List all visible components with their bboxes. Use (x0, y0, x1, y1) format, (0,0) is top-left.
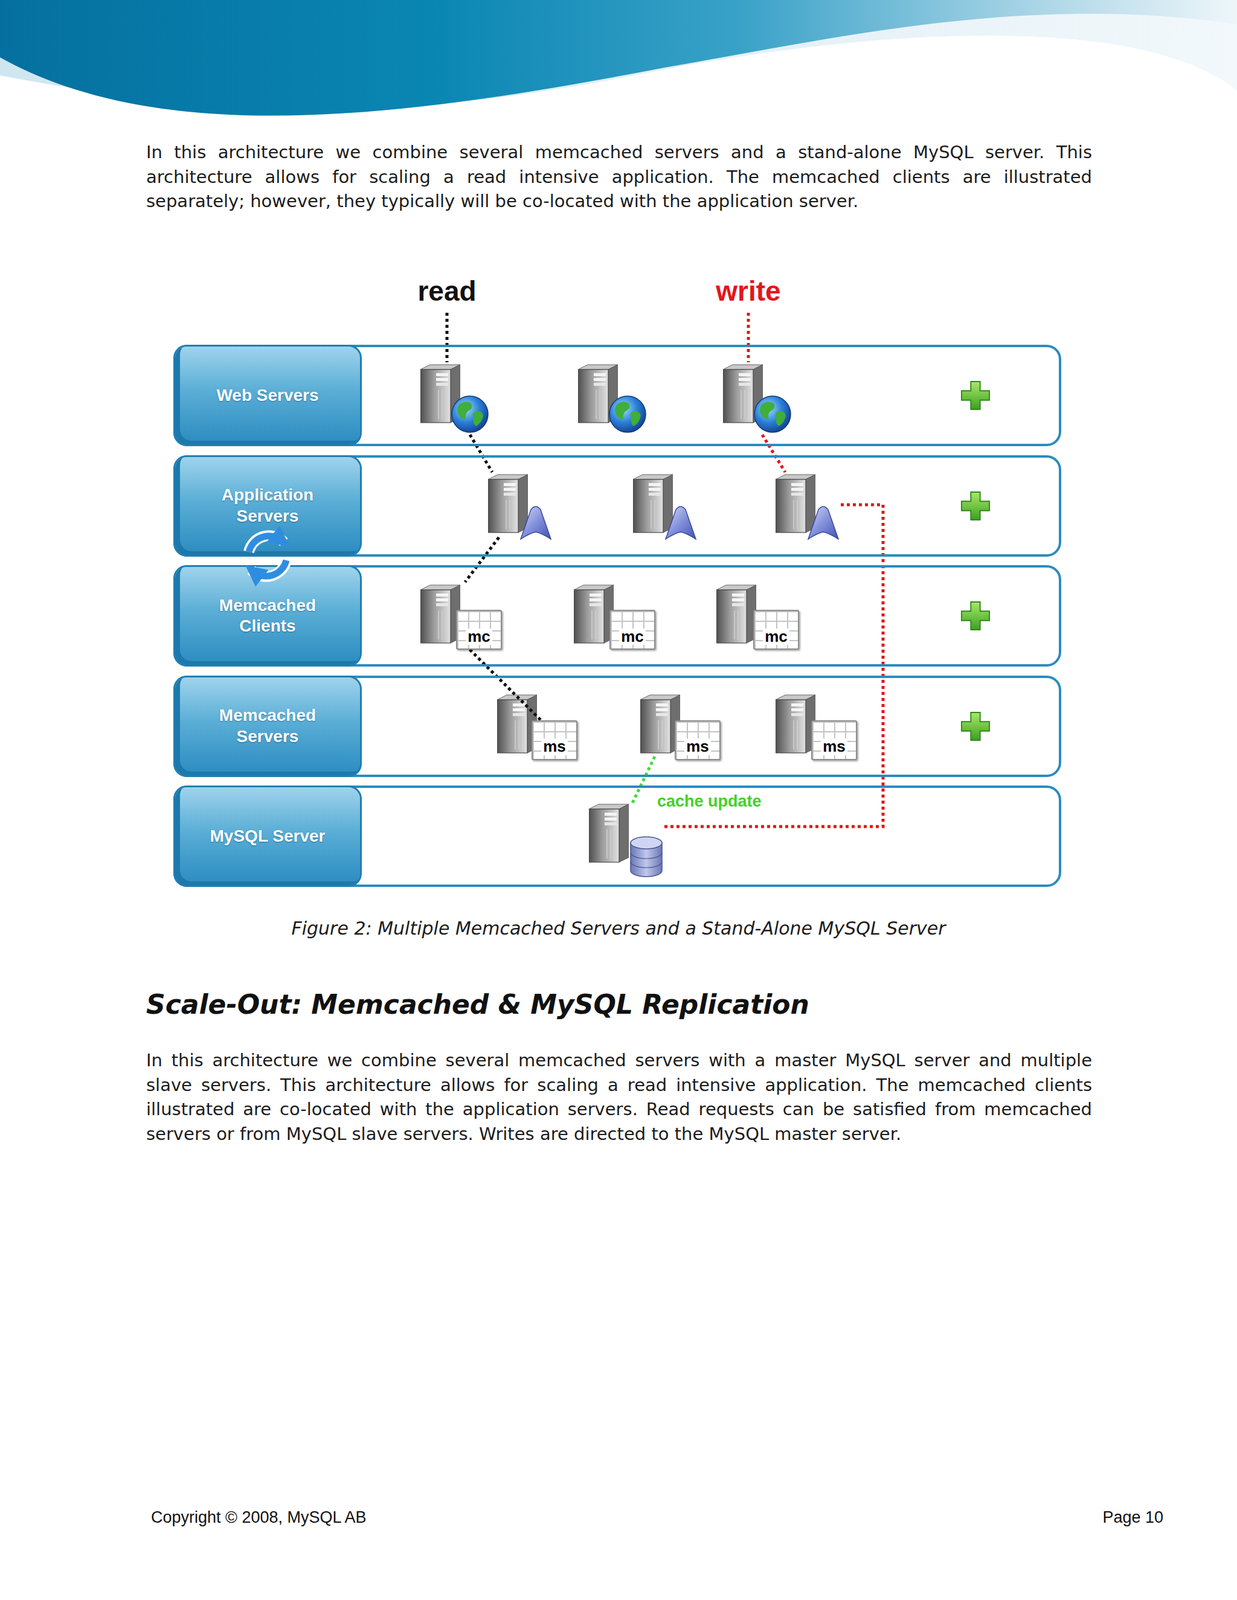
server-icon (488, 474, 528, 533)
flow-label: read (417, 276, 476, 307)
label-holder: Page 10 (1102, 1508, 1164, 1528)
flow-label: cache update (655, 792, 764, 812)
icon-label: mc (465, 628, 493, 646)
memcached-server-icon: ms (674, 720, 721, 761)
globe-icon (609, 396, 646, 433)
label-holder: Scale-Out: Memcached & MySQL Replication (146, 989, 810, 1022)
globe-icon (754, 396, 791, 433)
server-icon (775, 474, 816, 533)
label-holder: write (715, 276, 781, 307)
band-label-box: MySQL Server (173, 785, 362, 888)
tier-band: Application Servers (173, 455, 1062, 557)
server-icon (420, 585, 461, 644)
label-holder: Figure 2: Multiple Memcached Servers and… (291, 918, 946, 940)
refresh-icon (248, 536, 282, 553)
app-icon (665, 506, 696, 540)
figure-caption: Figure 2: Multiple Memcached Servers and… (291, 918, 946, 940)
memcached-server-icon: ms (531, 720, 578, 761)
icon-label: ms (541, 738, 568, 756)
server-icon (716, 585, 757, 644)
server-icon (775, 695, 816, 754)
refresh-icon-outline (248, 535, 284, 553)
icon-label: mc (762, 628, 790, 646)
app-icon (520, 506, 551, 540)
band-label-box: Memcached Servers (173, 675, 362, 778)
write-path (747, 312, 751, 363)
read-path (469, 434, 493, 473)
label-holder: Copyright © 2008, MySQL AB (151, 1508, 367, 1528)
tier-name: Memcached Clients (205, 595, 330, 637)
label-holder: read (417, 276, 476, 307)
tier-band: Memcached Clients mc mc mc (173, 565, 1062, 667)
tier-name: Memcached Servers (205, 705, 330, 747)
read-path (445, 312, 449, 363)
read-path (465, 537, 499, 583)
tier-name: Web Servers (216, 385, 319, 406)
tier-name: MySQL Server (210, 826, 326, 847)
memcached-client-icon: mc (609, 610, 656, 650)
dotted-connector (469, 649, 541, 721)
tier-name: Application Servers (205, 485, 330, 527)
add-icon (961, 492, 990, 521)
label-holder: In this architecture we combine several … (146, 140, 1093, 214)
label-holder: In this architecture we combine several … (146, 1048, 1093, 1147)
label-holder: cache update (655, 792, 764, 812)
server-icon (573, 585, 614, 644)
memcached-server-icon: ms (811, 720, 858, 761)
tier-band: Web Servers (173, 344, 1062, 447)
server-icon (588, 804, 629, 863)
add-icon (961, 602, 990, 630)
add-icon (961, 712, 990, 741)
refresh-icon (253, 560, 287, 577)
database-icon-rings (630, 852, 662, 868)
footer-text: Copyright © 2008, MySQL AB (151, 1508, 367, 1528)
page-number: Page 10 (1102, 1508, 1164, 1528)
memcached-client-icon: mc (456, 610, 502, 650)
header-wave (0, 0, 1237, 116)
globe-icon (451, 396, 489, 433)
body-paragraph: In this architecture we combine several … (146, 140, 1093, 214)
memcached-client-icon: mc (753, 610, 800, 650)
refresh-icon-outline (251, 560, 287, 577)
body-paragraph: In this architecture we combine several … (146, 1048, 1093, 1147)
icon-label: ms (684, 738, 711, 756)
tier-band: Memcached Servers ms ms ms (173, 675, 1062, 778)
icon-label: mc (619, 628, 646, 646)
server-icon (632, 474, 673, 533)
cache-update-path (631, 756, 655, 805)
icon-label: ms (820, 738, 848, 756)
flow-label: write (715, 276, 781, 307)
band-label-box: Web Servers (173, 344, 362, 447)
tier-band: MySQL Server (173, 785, 1062, 888)
database-icon-top (630, 837, 662, 850)
app-icon (808, 506, 839, 540)
section-heading: Scale-Out: Memcached & MySQL Replication (146, 989, 810, 1022)
add-icon (961, 381, 990, 410)
write-path (762, 434, 786, 473)
